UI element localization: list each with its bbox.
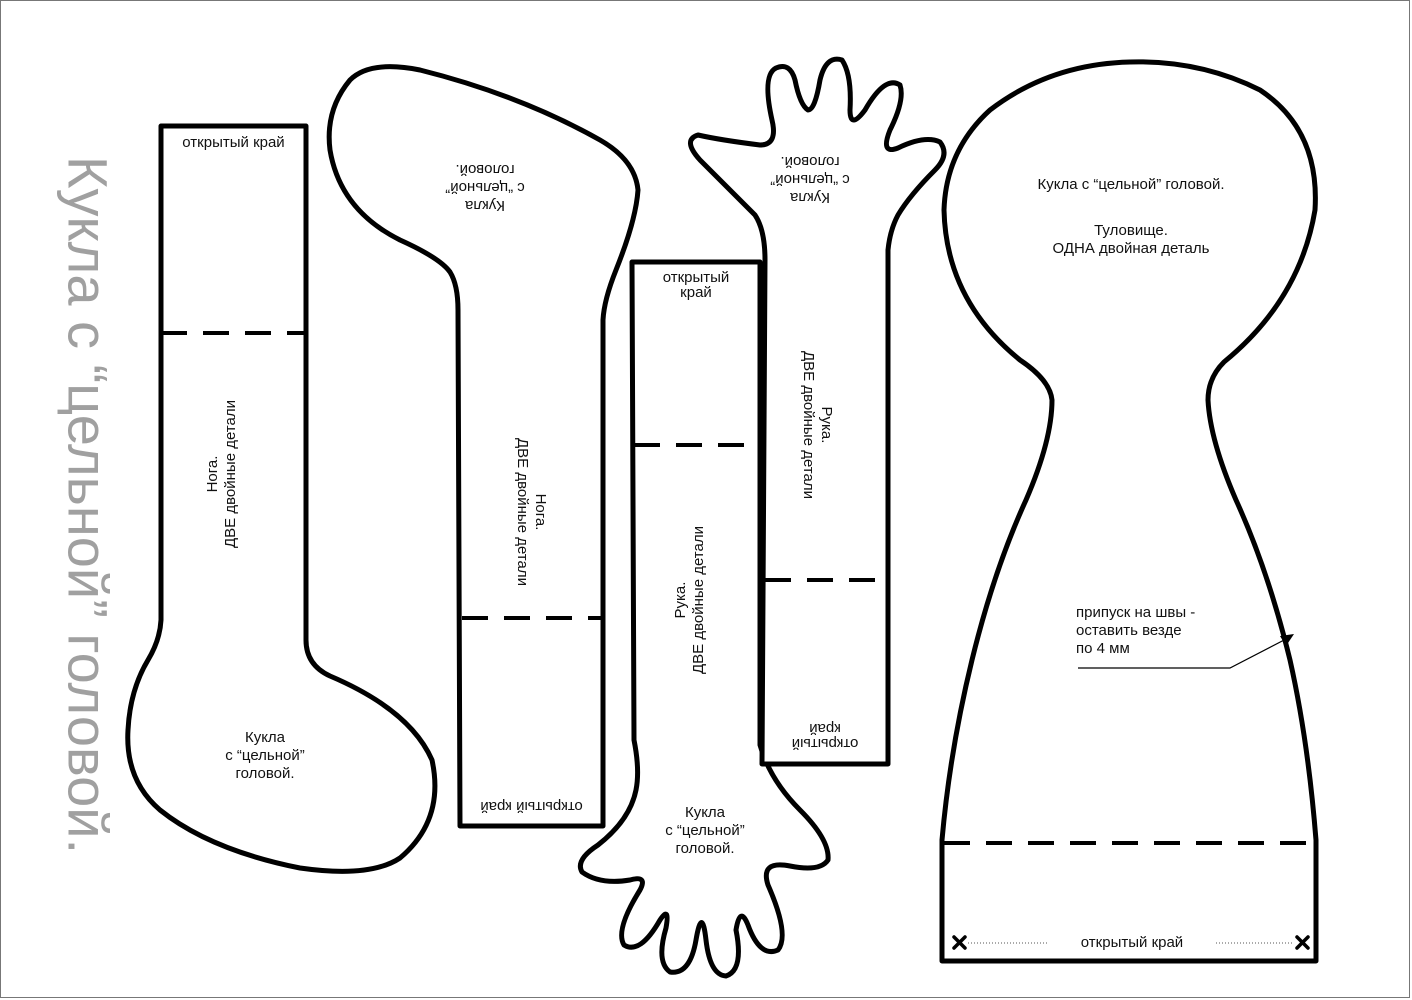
arm-flipped-hand-label: Кукла с “цельной” головой. bbox=[770, 153, 850, 206]
arm-piece-outline bbox=[577, 259, 831, 979]
x-mark-icon-right bbox=[1295, 935, 1310, 950]
leg-foot-label: Кукла с “цельной” головой. bbox=[225, 729, 305, 782]
leg-label: Нога. ДВЕ двойные детали bbox=[204, 400, 239, 548]
leg-open-edge-label: открытый край bbox=[182, 134, 285, 151]
pattern-title: Кукла с “цельной” головой. bbox=[56, 155, 120, 855]
arrow-head-icon bbox=[1280, 634, 1294, 646]
body-open-edge-label: открытый край bbox=[1080, 934, 1184, 951]
leg-flipped-open-edge-label: открытый край bbox=[480, 798, 583, 815]
seam-allowance-note: припуск на швы - оставить везде по 4 мм bbox=[1076, 604, 1196, 657]
leg-flipped-piece-outline bbox=[326, 64, 641, 829]
body-piece-outline bbox=[939, 59, 1319, 964]
arm-flipped-label: Рука. ДВЕ двойные детали bbox=[800, 351, 835, 499]
body-label: Туловище. ОДНА двойная деталь bbox=[1052, 222, 1210, 257]
arm-hand-label: Кукла с “цельной” головой. bbox=[665, 804, 745, 857]
leg-flipped-foot-label: Кукла с “цельной” головой. bbox=[445, 161, 525, 214]
arm-open-edge-label: открытый край bbox=[662, 269, 730, 301]
arm-flipped-piece-outline bbox=[688, 56, 947, 767]
leg-flipped-label: Нога. ДВЕ двойные детали bbox=[514, 438, 549, 586]
seam-note-leader-line bbox=[1078, 637, 1289, 669]
leg-piece-outline bbox=[125, 123, 438, 874]
arm-flipped-open-edge-label: открытый край bbox=[791, 720, 859, 752]
body-head-label: Кукла с “цельной” головой. bbox=[1037, 176, 1225, 193]
arm-label: Рука. ДВЕ двойные детали bbox=[672, 526, 707, 674]
x-mark-icon-left bbox=[952, 935, 967, 950]
